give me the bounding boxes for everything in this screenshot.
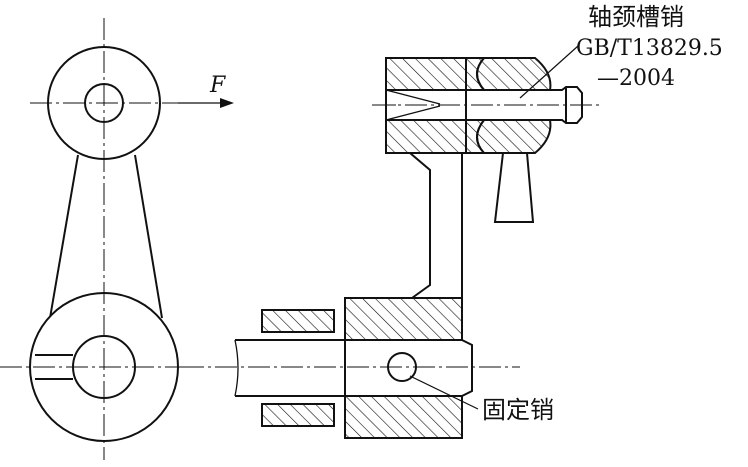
grooved-pin-top (385, 57, 583, 154)
fixing-pin-label: 固定销 (482, 396, 554, 424)
force-label: F (209, 73, 226, 98)
handle-grip (493, 152, 535, 223)
rod-center-lines (0, 18, 182, 460)
pin-top-standard-label: GB/T13829.5 (576, 36, 723, 61)
pin-top-standard-year-label: —2004 (597, 66, 675, 91)
fixing-pin-leader (409, 375, 479, 410)
lower-block (344, 297, 463, 439)
pin-top-name-label: 轴颈槽销 (588, 3, 684, 31)
rod-left-edge (49, 154, 79, 319)
force-arrow (178, 98, 234, 108)
rod-right-edge (134, 154, 163, 319)
shaft (234, 339, 473, 397)
pin-top-leader (519, 45, 579, 99)
left-clamp (261, 309, 335, 427)
vertical-column (409, 152, 463, 299)
